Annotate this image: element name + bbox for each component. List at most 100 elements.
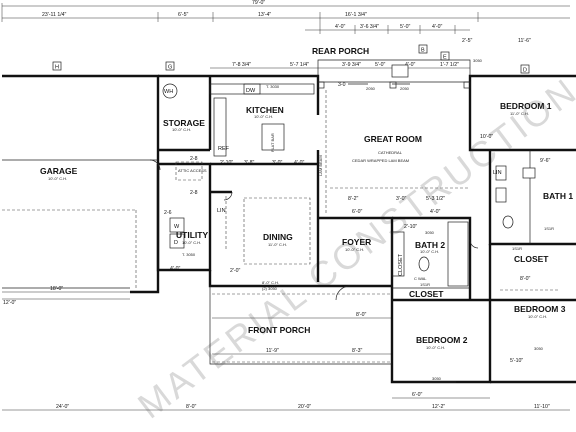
dim-great-5-3: 5'-3 1/2" — [426, 196, 445, 202]
dim-front-porch-8-3: 8'-3" — [352, 348, 362, 354]
dim-great-4-0: 4'-0" — [430, 209, 440, 215]
dim-foyer-8-2: 8'-2" — [348, 196, 358, 202]
lam-beam-text: LAM BEAM — [318, 155, 323, 176]
dim-porch-d: 5'-0" — [400, 24, 410, 30]
top-dimension-lines — [1, 3, 570, 69]
bedroom3-ceiling: 10'-0" C.H. — [528, 314, 547, 319]
room-bedroom-1: BEDROOM 1 — [500, 101, 552, 111]
bath2-ceiling: 10'-0" C.H. — [420, 249, 439, 254]
label-cwal: C WAL — [414, 276, 427, 281]
label-2-3050: (2) 3050 — [262, 286, 278, 291]
label-dw: DW — [246, 88, 256, 94]
label-attic-access: ATTIC ACCESS — [178, 168, 207, 173]
flat-bar-label: FLAT BAR — [270, 133, 275, 152]
dim-storage-width: 6'-5" — [178, 12, 188, 18]
dim-right-9-6: 9'-6" — [540, 158, 550, 164]
dim-bottom-12-2: 12'-2" — [432, 404, 445, 410]
label-2050-b: 2050 — [400, 86, 410, 91]
room-closet-bed1: CLOSET — [514, 254, 549, 264]
room-bedroom-3: BEDROOM 3 — [514, 304, 566, 314]
dim-bottom-11-10: 11'-10" — [534, 404, 550, 410]
lam-beam-label: LAM BEAM — [318, 155, 323, 176]
label-3050-c: 3050 — [534, 346, 544, 351]
bottom-dimension-lines — [2, 291, 570, 411]
dim-left-12: 12'-0" — [3, 300, 16, 306]
fixtures — [2, 64, 560, 383]
dim-porch-b: 3'-6 3/4" — [360, 24, 379, 30]
dim-front-porch-8: 8'-0" — [356, 312, 366, 318]
room-kitchen: KITCHEN — [246, 105, 284, 115]
dim-porch-left: 7'-8 3/4" — [232, 62, 251, 68]
label-wh: WH — [164, 89, 173, 95]
room-bath-2: BATH 2 — [415, 240, 445, 250]
room-rear-porch: REAR PORCH — [312, 46, 369, 56]
dim-bedroom2-bottom: 6'-0" — [412, 392, 422, 398]
dim-door-2-6: 2-6 — [164, 210, 172, 216]
label-t3050: T. 3050 — [182, 252, 196, 257]
dim-right-1-7: 1'-7 1/2" — [440, 62, 459, 68]
dim-garage-bottom: 18'-0" — [50, 286, 63, 292]
room-foyer: FOYER — [342, 237, 371, 247]
label-3050-a: 3050 — [473, 58, 483, 63]
dim-porch-a: 4'-0" — [335, 24, 345, 30]
great-room-note-1: CATHEDRAL — [378, 150, 403, 155]
label-8-ch: 8'-0" C.H. — [262, 280, 279, 285]
room-front-porch: FRONT PORCH — [248, 325, 310, 335]
dim-dining-2-0: 2'-0" — [230, 268, 240, 274]
room-dining: DINING — [263, 232, 293, 242]
bedroom2-ceiling: 10'-0" C.H. — [426, 345, 445, 350]
dim-bottom-24: 24'-0" — [56, 404, 69, 410]
dim-kitchen-2-10: 2'-10" — [220, 160, 233, 166]
dim-right-5-10: 5'-10" — [510, 358, 523, 364]
label-w: W — [174, 224, 180, 230]
label-lin: LIN — [217, 208, 226, 214]
room-bath-1: BATH 1 — [543, 191, 573, 201]
dim-garage-width: 23'-11 1/4" — [42, 12, 67, 18]
great-room-note-2: CEDAR WRAPPED LAM BEAM — [352, 158, 409, 163]
dim-right-8-0: 8'-0" — [520, 276, 530, 282]
dim-right-b: 11'-6" — [518, 38, 531, 44]
dim-porch-c: 16'-1 3/4" — [345, 12, 367, 18]
dim-porch-r2: 5'-0" — [375, 62, 385, 68]
foyer-ceiling: 10'-0" C.H. — [345, 247, 364, 252]
dim-door-3-0: 3-0 — [338, 82, 346, 88]
grid-tags — [52, 44, 530, 74]
dim-kitchen-width: 13'-4" — [258, 12, 271, 18]
dim-porch-r1: 3'-9 3/4" — [342, 62, 361, 68]
dim-bottom-20: 20'-0" — [298, 404, 311, 410]
flat-bar-text: FLAT BAR — [270, 133, 275, 152]
dim-great-3-0: 3'-0" — [396, 196, 406, 202]
label-3050-d: 3050 — [425, 230, 435, 235]
dim-bath2-2-10: 2'-10" — [404, 224, 417, 230]
dim-overall-width: 79'-0" — [252, 0, 265, 6]
dim-right-10-0: 10'-0" — [480, 134, 493, 140]
room-garage: GARAGE — [40, 166, 78, 176]
room-storage: STORAGE — [163, 118, 205, 128]
dim-front-porch-width: 11'-9" — [266, 348, 279, 354]
label-d: D — [174, 240, 178, 246]
dim-foyer-6-0: 6'-0" — [352, 209, 362, 215]
tag-e: E — [443, 55, 447, 61]
label-3050-b: 3050 — [432, 376, 442, 381]
tag-h: H — [55, 65, 59, 71]
label-2050-a: 2050 — [366, 86, 376, 91]
dim-utility-4-0: 4'-0" — [170, 266, 180, 272]
tag-b: B — [421, 48, 425, 54]
kitchen-ceiling: 10'-0" C.H. — [254, 114, 273, 119]
garage-ceiling: 10'-0" C.H. — [48, 176, 67, 181]
utility-ceiling: 10'-0" C.H. — [182, 240, 201, 245]
room-great-room: GREAT ROOM — [364, 134, 422, 144]
label-lin-bath1: LIN — [493, 170, 502, 176]
label-ref: REF — [218, 146, 230, 152]
dim-right-a: 2'-5" — [462, 38, 472, 44]
dim-kitchen-3-0: 3'-0" — [272, 160, 282, 166]
label-1s1r-b: 1S1R — [544, 226, 554, 231]
dim-porch-r3: 4'-0" — [405, 62, 415, 68]
storage-ceiling: 10'-0" C.H. — [172, 127, 191, 132]
label-t3030: T. 3030 — [266, 84, 280, 89]
label-1s1r-c: 1S1R — [420, 282, 430, 287]
room-bedroom-2: BEDROOM 2 — [416, 335, 468, 345]
closet-vertical-label: CLOSET — [398, 253, 404, 276]
dining-ceiling: 11'-0" C.H. — [268, 242, 287, 247]
